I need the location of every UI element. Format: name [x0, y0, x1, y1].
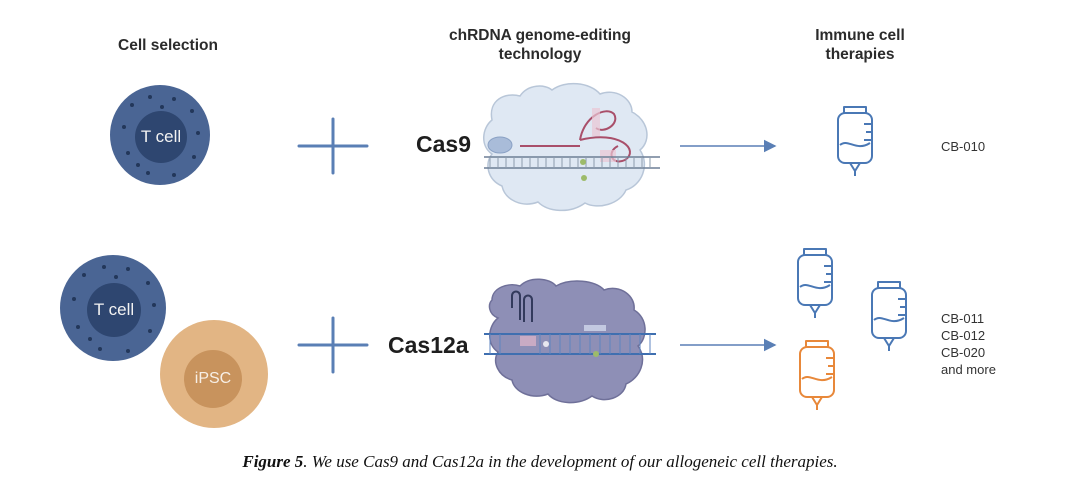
cas9-protein-complex-icon: [483, 82, 660, 212]
t-cell-row2-nucleus: T cell: [87, 283, 141, 337]
header-cell-selection-text: Cell selection: [118, 37, 218, 54]
enzyme-cas12a-label: Cas12a: [388, 332, 469, 358]
figure-caption-text: . We use Cas9 and Cas12a in the developm…: [303, 452, 838, 471]
enzyme-cas9-label: Cas9: [416, 131, 471, 157]
t-cell-row2-label: T cell: [93, 300, 135, 319]
ipsc-nucleus: iPSC: [184, 350, 242, 408]
t-cell-row1-nucleus: T cell: [135, 111, 187, 163]
t-cell-row1-label: T cell: [140, 127, 182, 146]
t-cell-row1: T cell: [110, 85, 210, 185]
iv-bag-icon-row1: [837, 106, 873, 176]
product-cb-011: CB-011: [941, 311, 985, 326]
cas12a-protein-complex-icon: [484, 278, 656, 404]
ipsc-label: iPSC: [194, 370, 232, 387]
iv-bag-icon-row2-orange: [799, 340, 835, 410]
iv-bag-icon-row2-right: [871, 281, 907, 351]
ipsc-cell: iPSC: [160, 320, 268, 428]
header-technology: chRDNA genome-editing technology: [415, 26, 665, 64]
t-cell-row2: T cell: [60, 255, 166, 361]
plus-sign-row2: [297, 316, 369, 374]
product-cb-010: CB-010: [941, 139, 986, 154]
plus-sign-row1: [297, 117, 369, 175]
iv-bag-icon-row2-top: [797, 248, 833, 318]
header-therapies-line1: Immune cell: [815, 27, 905, 44]
header-immune-therapies: Immune cell therapies: [785, 26, 935, 64]
products-row1: CB-010: [941, 138, 985, 155]
figure-caption-label: Figure 5: [242, 452, 304, 471]
figure-caption: Figure 5. We use Cas9 and Cas12a in the …: [0, 452, 1080, 472]
product-cb-012: CB-012: [941, 328, 986, 343]
product-cb-020: CB-020: [941, 345, 986, 360]
products-row2: CB-011 CB-012 CB-020 and more: [941, 310, 996, 378]
product-and-more: and more: [941, 362, 996, 377]
header-technology-line2: technology: [498, 46, 582, 63]
header-therapies-line2: therapies: [825, 46, 895, 63]
header-cell-selection: Cell selection: [78, 36, 258, 55]
header-technology-line1: chRDNA genome-editing: [449, 27, 631, 44]
